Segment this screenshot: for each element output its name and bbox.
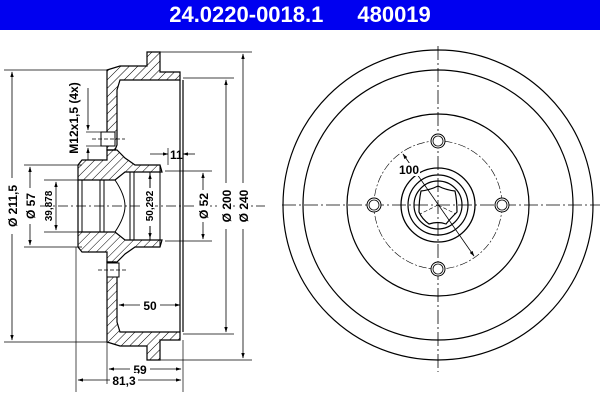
dim-pcd-100: 100 bbox=[399, 163, 419, 177]
dim-50: 50 bbox=[143, 299, 157, 313]
dim-d200: Ø 200 bbox=[220, 189, 234, 222]
part-number: 24.0220-0018.1 bbox=[169, 2, 324, 27]
section-view: Ø 211,5 Ø 57 39,878 M12x1,5 (4x) 50,292 … bbox=[4, 51, 265, 392]
title-bar: 24.0220-0018.1 480019 bbox=[0, 0, 600, 30]
front-view: 100 bbox=[282, 46, 600, 372]
dim-d57: Ø 57 bbox=[24, 193, 38, 219]
dim-11: 11 bbox=[170, 148, 183, 162]
dim-thread-m12: M12x1,5 (4x) bbox=[67, 82, 81, 153]
dim-39-878: 39,878 bbox=[44, 190, 55, 221]
reference-number: 480019 bbox=[357, 2, 431, 27]
dim-d52: Ø 52 bbox=[197, 193, 211, 219]
dim-d211-5: Ø 211,5 bbox=[6, 185, 20, 227]
dim-d240: Ø 240 bbox=[237, 189, 251, 222]
bolt-holes bbox=[366, 133, 510, 277]
dim-50-292: 50,292 bbox=[145, 190, 156, 221]
dim-81-3: 81,3 bbox=[112, 374, 136, 388]
